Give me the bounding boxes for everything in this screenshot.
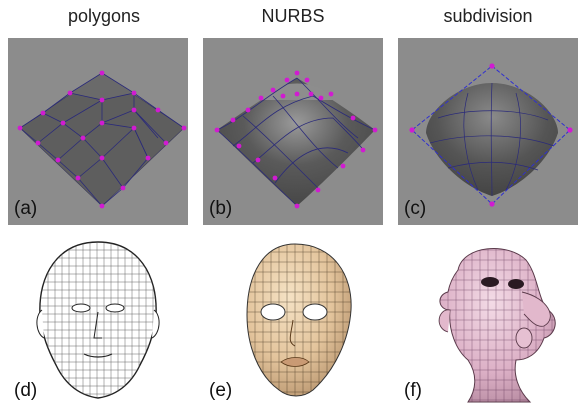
- polygon-surface: [17, 70, 187, 209]
- subdivision-surface: [409, 63, 573, 207]
- head-subdivision-character: (f): [398, 230, 578, 408]
- column-title-polygons: polygons: [67, 6, 141, 26]
- label-f: (f): [404, 380, 422, 401]
- label-a: (a): [14, 198, 38, 219]
- panel-nurbs: (b): [203, 38, 383, 225]
- head-polygon-wireframe: (d): [8, 230, 188, 408]
- column-title-nurbs: NURBS: [261, 6, 325, 26]
- label-b: (b): [209, 198, 233, 219]
- label-e: (e): [209, 380, 233, 401]
- panel-polygons: (a): [8, 38, 188, 225]
- label-c: (c): [404, 198, 427, 219]
- head-nurbs-mask: (e): [203, 230, 383, 408]
- nurbs-surface: [214, 70, 378, 209]
- panel-subdivision: (c): [398, 38, 578, 225]
- control-cage: [411, 65, 571, 205]
- column-title-subdivision: subdivision: [443, 6, 533, 26]
- label-d: (d): [14, 380, 38, 401]
